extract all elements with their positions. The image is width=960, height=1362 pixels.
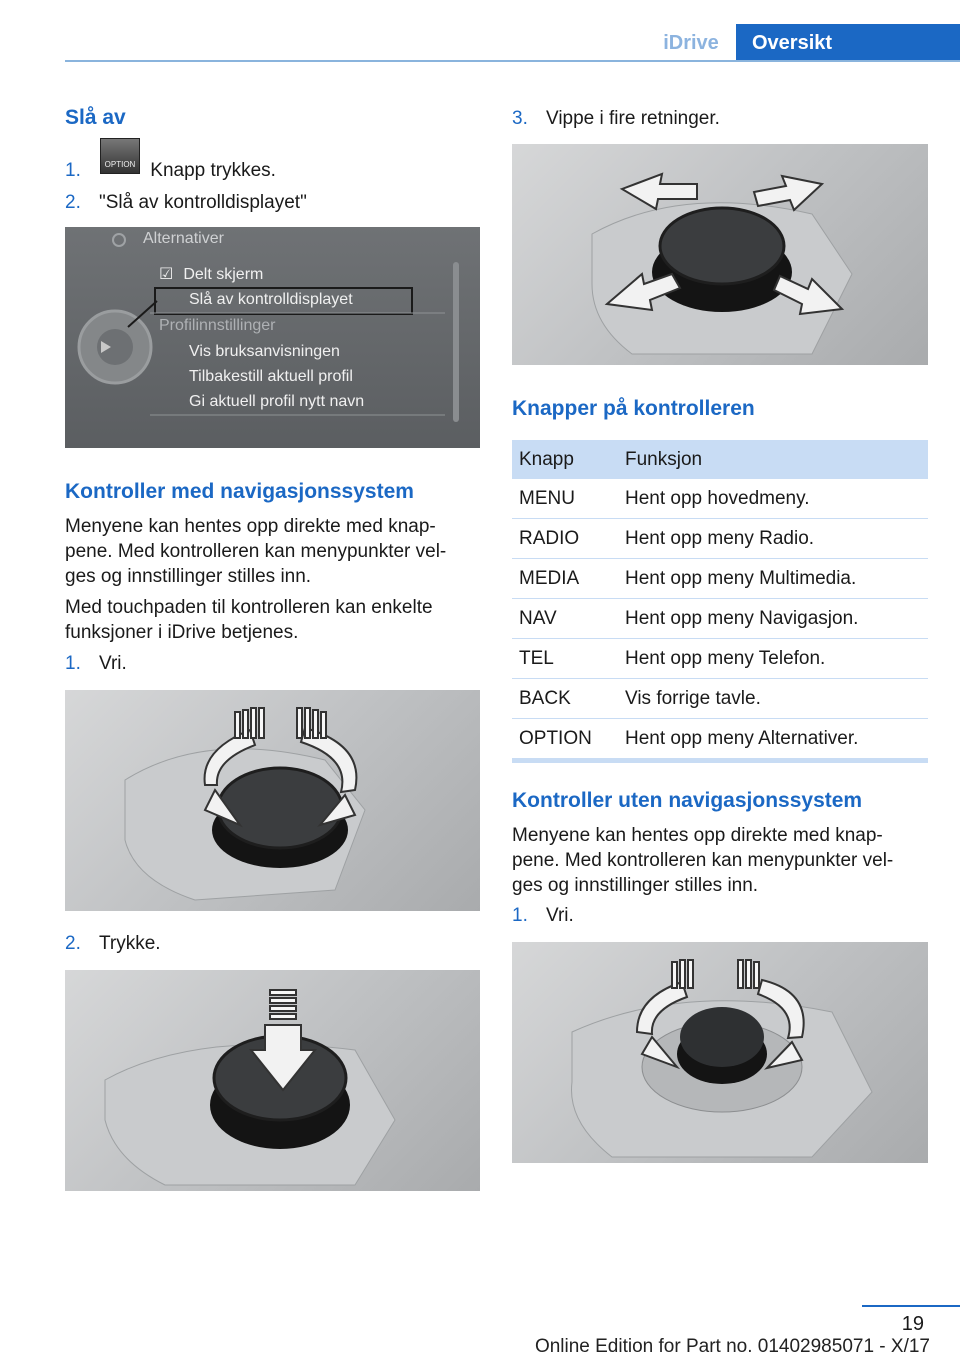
header-tab-oversikt: Oversikt (736, 24, 960, 62)
step-rotate: 1. Vri. (65, 651, 127, 676)
table-cell-button: TEL (512, 638, 618, 679)
table-cell-button: OPTION (512, 718, 618, 759)
paragraph-with-nav-1: Menyene kan hentes opp direkte med knap-… (65, 514, 480, 589)
text-line: pene. Med kontrolleren kan menypunkter v… (65, 541, 447, 562)
paragraph-with-nav-2: Med touchpaden til kontrolleren kan enke… (65, 595, 480, 645)
table-cell-function: Hent opp meny Multimedia. (618, 558, 928, 599)
step-text: Vippe i fire retninger. (546, 108, 720, 129)
text-line: ges og innstillinger stilles inn. (65, 566, 312, 587)
menu-screen-heading: Alternativer (143, 230, 224, 247)
step-rotate-no-nav: 1. Vri. (512, 903, 574, 928)
table-header-row: Knapp Funksjon (512, 440, 928, 479)
option-button-icon-label: OPTION (104, 160, 136, 169)
menu-screen-image: Alternativer ☑ Delt skjerm Slå av kontrol… (65, 227, 480, 448)
table-cell-function: Hent opp meny Alternativer. (618, 718, 928, 759)
controller-rotate-no-nav-image (512, 942, 928, 1163)
step-press: 2. Trykke. (65, 931, 161, 956)
section-title-with-nav: Kontroller med navigasjonssystem (65, 480, 414, 503)
table-cell-button: RADIO (512, 518, 618, 559)
table-header-knapp: Knapp (512, 440, 618, 479)
menu-item-rename-profile: Gi aktuell profil nytt navn (189, 393, 365, 410)
menu-screen-graphics (77, 233, 459, 422)
step-text: Vri. (99, 653, 127, 674)
text-line: Med touchpaden til kontrolleren kan enke… (65, 597, 433, 618)
step-number: 1. (65, 653, 81, 674)
footer-edition: Online Edition for Part no. 01402985071 … (534, 1336, 930, 1357)
menu-item-label: Delt skjerm (183, 266, 264, 283)
controller-press-image (65, 970, 480, 1191)
table-cell-function: Hent opp hovedmeny. (618, 479, 928, 519)
table-cell-function: Hent opp meny Radio. (618, 518, 928, 559)
section-title-off: Slå av (65, 106, 126, 129)
option-button-icon: OPTION (100, 138, 140, 174)
table-bottom-rule (512, 759, 928, 763)
footer-rule (862, 1305, 960, 1307)
header-tab-idrive: iDrive (663, 32, 719, 54)
step-text: Vri. (546, 905, 574, 926)
step-text: Trykke. (99, 933, 161, 954)
header-rule (65, 60, 960, 62)
page-number: 19 (901, 1313, 924, 1335)
text-line: pene. Med kontrolleren kan menypunkter v… (512, 850, 894, 871)
menu-item-display-off: Slå av kontrolldisplayet (189, 291, 353, 308)
section-title-without-nav: Kontroller uten navigasjonssystem (512, 789, 863, 812)
step-off-2: 2. "Slå av kontrolldisplayet" (65, 190, 307, 215)
text-line: Menyene kan hentes opp direkte med knap- (512, 825, 883, 846)
table-cell-button: MEDIA (512, 558, 618, 599)
step-number: 3. (512, 108, 528, 129)
controller-rotate-image (65, 690, 480, 911)
menu-item-manual: Vis bruksanvisningen (189, 343, 340, 360)
step-number: 1. (512, 905, 528, 926)
step-number: 2. (65, 933, 81, 954)
table-cell-function: Vis forrige tavle. (618, 678, 928, 719)
step-number: 1. (65, 160, 81, 181)
menu-item-split-screen: ☑ Delt skjerm (159, 264, 263, 284)
step-number: 2. (65, 192, 81, 213)
table-cell-function: Hent opp meny Navigasjon. (618, 598, 928, 639)
table-cell-button: BACK (512, 678, 618, 719)
section-title-buttons: Knapper på kontrolleren (512, 397, 755, 420)
table-cell-function: Hent opp meny Telefon. (618, 638, 928, 679)
paragraph-without-nav: Menyene kan hentes opp direkte med knap-… (512, 823, 928, 898)
table-cell-button: NAV (512, 598, 618, 639)
controller-tilt-image (512, 144, 928, 365)
text-line: funksjoner i iDrive betjenes. (65, 622, 299, 643)
step-off-1: 1. OPTION Knapp trykkes. (65, 138, 276, 183)
table-header-funksjon: Funksjon (618, 440, 928, 479)
step-text: "Slå av kontrolldisplayet" (99, 192, 307, 213)
step-tilt: 3. Vippe i fire retninger. (512, 106, 720, 131)
text-line: Menyene kan hentes opp direkte med knap- (65, 516, 436, 537)
menu-item-profile-settings: Profilinnstillinger (159, 317, 276, 334)
menu-item-reset-profile: Tilbakestill aktuell profil (189, 368, 353, 385)
text-line: ges og innstillinger stilles inn. (512, 875, 759, 896)
table-cell-button: MENU (512, 479, 618, 519)
step-text: Knapp trykkes. (150, 160, 276, 181)
checkbox-icon: ☑ (159, 266, 174, 283)
